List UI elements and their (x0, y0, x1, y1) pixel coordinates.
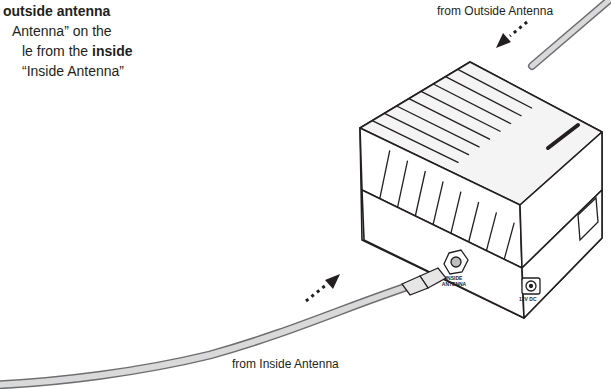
inside-cable (0, 276, 440, 385)
cable-source-label: from Inside Antenna (232, 357, 339, 371)
cable-source-label: from Outside Antenna (437, 4, 553, 18)
dotted-arrow (510, 22, 527, 36)
dotted-arrow (306, 285, 326, 301)
instruction-text: Antenna” on the (12, 23, 112, 40)
inside-antenna-port (444, 250, 468, 274)
status-light (548, 125, 578, 148)
instruction-text: le from the (22, 43, 88, 60)
side-clip (578, 198, 598, 240)
booster-unit (360, 62, 602, 318)
instruction-text: outside antenna (3, 3, 110, 20)
arrow-head (496, 33, 511, 48)
cooling-fins (372, 69, 532, 259)
dc-power-port (522, 278, 540, 294)
instruction-text: “Inside Antenna” (22, 63, 124, 80)
instruction-text: inside (92, 43, 132, 60)
inside-cable-core (0, 276, 440, 385)
port-label: INSIDE ANTENNA (440, 276, 468, 287)
cable-connector (402, 268, 446, 295)
port-label: 12V DC (519, 296, 537, 302)
arrow-head (325, 274, 340, 289)
